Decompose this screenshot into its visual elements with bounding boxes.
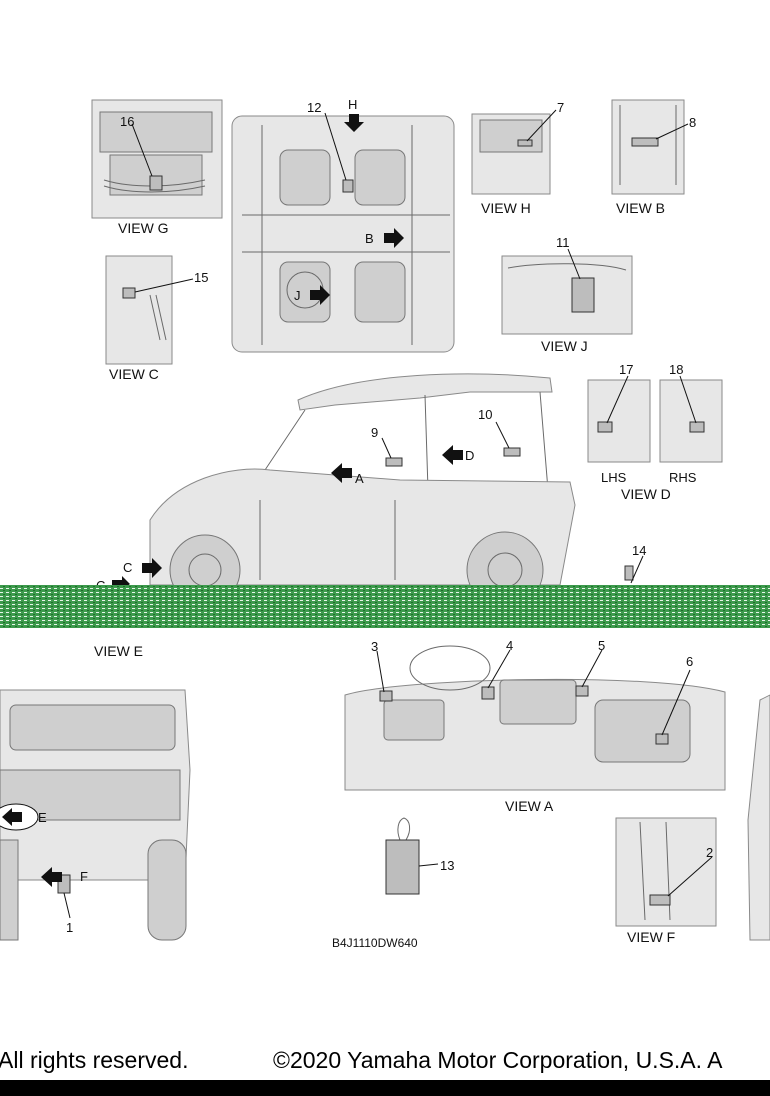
decal-10-marker <box>503 447 521 457</box>
view-g-panel: 16 VIEW G <box>91 99 223 236</box>
view-c-panel: 15 VIEW C <box>105 255 208 382</box>
decal-4-marker <box>481 686 495 700</box>
view-h-label: VIEW H <box>481 200 531 216</box>
decal-18-marker <box>689 421 705 433</box>
decal-17-marker <box>597 421 613 433</box>
view-g-label: VIEW G <box>118 220 169 236</box>
view-a-panel: 3 4 5 6 VIEW A <box>344 638 726 814</box>
callout-17: 17 <box>619 362 633 377</box>
leader-6 <box>661 669 691 736</box>
callout-6: 6 <box>686 654 693 669</box>
arrow-j: J <box>294 285 330 305</box>
decal-3-marker <box>379 690 393 702</box>
svg-text:B: B <box>365 231 374 246</box>
decal-15-marker <box>122 287 136 299</box>
decal-8-marker <box>631 137 659 147</box>
leader-9 <box>381 437 392 459</box>
callout-15: 15 <box>194 270 208 285</box>
leader-5 <box>581 649 603 688</box>
arrow-a: A <box>331 463 364 486</box>
view-d-lhs-label: LHS <box>601 470 627 485</box>
view-b-label: VIEW B <box>616 200 665 216</box>
svg-text:A: A <box>355 471 364 486</box>
view-f-panel: 2 VIEW F <box>615 817 717 945</box>
leader-12 <box>324 112 347 181</box>
leader-15 <box>134 278 194 293</box>
callout-4: 4 <box>506 638 513 653</box>
callout-10: 10 <box>478 407 492 422</box>
callout-3: 3 <box>371 639 378 654</box>
callout-9: 9 <box>371 425 378 440</box>
decal-2-marker <box>649 894 671 906</box>
vehicle-partial-right <box>747 694 770 941</box>
callout-18: 18 <box>669 362 683 377</box>
leader-18 <box>679 375 697 424</box>
decal-6-marker <box>655 733 669 745</box>
callout-8: 8 <box>689 115 696 130</box>
view-j-panel: 11 VIEW J <box>501 235 633 354</box>
svg-text:C: C <box>123 560 132 575</box>
view-h-panel: 7 VIEW H <box>471 100 564 216</box>
leader-14 <box>630 555 644 584</box>
decal-7-marker <box>517 139 533 147</box>
arrow-f: F <box>41 867 88 887</box>
arrow-c: C <box>123 558 162 578</box>
decal-5-marker <box>575 685 589 697</box>
callout-13: 13 <box>440 858 454 873</box>
leader-1 <box>63 892 71 919</box>
decal-14-marker <box>624 565 634 581</box>
leader-13 <box>418 863 439 867</box>
leader-7 <box>526 109 557 142</box>
chassis-top-view: 12 H B J <box>231 97 455 353</box>
diagram-code: B4J1110DW640 <box>332 936 418 950</box>
arrow-b: B <box>365 228 404 248</box>
leader-4 <box>487 649 511 689</box>
leader-10 <box>495 421 510 449</box>
callout-16: 16 <box>120 114 134 129</box>
footer-bar <box>0 1080 770 1096</box>
callout-14: 14 <box>632 543 646 558</box>
view-c-label: VIEW C <box>109 366 159 382</box>
view-d-rhs-label: RHS <box>669 470 697 485</box>
callout-5: 5 <box>598 638 605 653</box>
svg-text:F: F <box>80 869 88 884</box>
view-b-panel: 8 VIEW B <box>611 99 696 216</box>
vehicle-side-view: 9 10 A D C C 14 <box>96 373 646 609</box>
svg-text:J: J <box>294 288 301 303</box>
arrow-e: E <box>0 803 47 831</box>
view-f-label: VIEW F <box>627 929 675 945</box>
callout-1: 1 <box>66 920 73 935</box>
callout-2: 2 <box>706 845 713 860</box>
callout-12: 12 <box>307 100 321 115</box>
ground-band <box>0 585 770 628</box>
arrow-h: H <box>344 97 364 132</box>
decal-11-marker <box>571 277 595 313</box>
view-d-panel: 17 18 LHS RHS VIEW D <box>587 362 723 502</box>
arrow-d: D <box>442 445 474 465</box>
callout-11: 11 <box>556 235 570 250</box>
footer-rights-text: All rights reserved. <box>0 1047 188 1073</box>
decal-16-marker <box>149 175 163 191</box>
decal-12-marker <box>342 179 354 193</box>
view-a-label: VIEW A <box>505 798 554 814</box>
leader-2 <box>667 856 713 897</box>
leader-8 <box>655 123 689 140</box>
footer-copyright-text: ©2020 Yamaha Motor Corporation, U.S.A. A <box>273 1047 723 1073</box>
decal-9-marker <box>385 457 403 467</box>
view-j-label: VIEW J <box>541 338 588 354</box>
vehicle-rear-view: 1 E F <box>0 689 191 941</box>
callout-7: 7 <box>557 100 564 115</box>
leader-17 <box>606 375 629 424</box>
svg-text:E: E <box>38 810 47 825</box>
leader-3 <box>376 650 385 693</box>
view-e-label: VIEW E <box>94 643 143 659</box>
view-d-label: VIEW D <box>621 486 671 502</box>
leader-11 <box>567 248 581 280</box>
leader-16 <box>131 123 153 177</box>
hang-tag-13: 13 <box>385 817 454 895</box>
svg-text:H: H <box>348 97 357 112</box>
svg-text:D: D <box>465 448 474 463</box>
